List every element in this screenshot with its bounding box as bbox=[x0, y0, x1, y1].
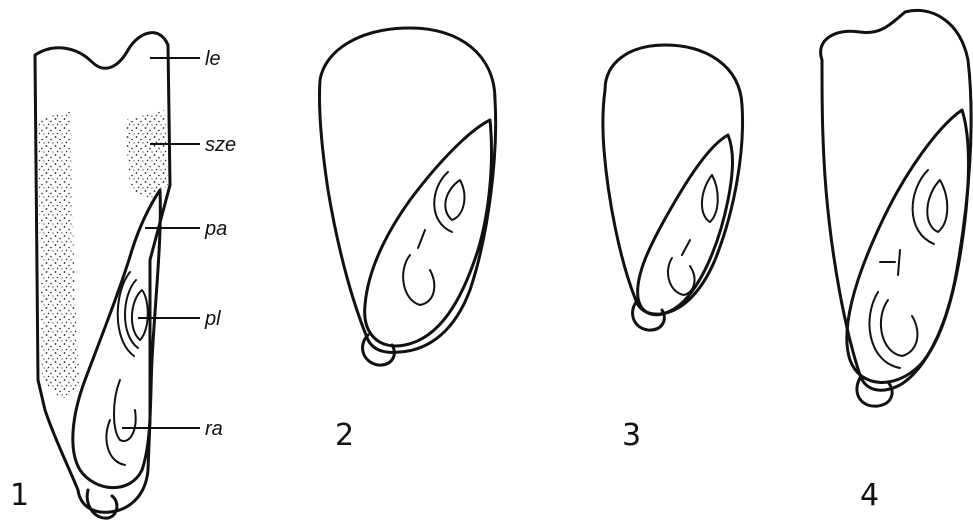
figure-number-1: 1 bbox=[10, 478, 29, 513]
kernel-3-embryo bbox=[638, 135, 733, 315]
label-pl: pl bbox=[204, 308, 221, 330]
kernel-4-outline bbox=[821, 10, 972, 390]
kernel-1-endosperm-right bbox=[125, 110, 168, 200]
kernel-2: 2 bbox=[319, 28, 495, 453]
label-ra: ra bbox=[205, 418, 223, 440]
figure-number-3: 3 bbox=[622, 418, 641, 453]
kernel-2-outline bbox=[319, 28, 495, 352]
kernel-1-embryo bbox=[73, 190, 161, 488]
figure-number-4: 4 bbox=[860, 478, 879, 513]
kernel-4: 4 bbox=[821, 10, 972, 513]
kernel-2-embryo bbox=[365, 120, 492, 346]
kernel-1-endosperm bbox=[38, 110, 80, 400]
kernel-4-embryo bbox=[847, 110, 969, 382]
figure-number-2: 2 bbox=[335, 418, 354, 453]
label-pa: pa bbox=[204, 218, 227, 240]
kernel-1: le sze pa pl ra 1 bbox=[10, 33, 236, 518]
kernel-1-radicle bbox=[114, 380, 136, 441]
label-sze: sze bbox=[205, 134, 236, 156]
kernel-3: 3 bbox=[603, 45, 743, 453]
kernel-3-outline bbox=[603, 45, 743, 314]
kernel-1-tip bbox=[87, 490, 117, 518]
kernel-1-plumule bbox=[132, 290, 148, 340]
label-le: le bbox=[205, 48, 221, 70]
